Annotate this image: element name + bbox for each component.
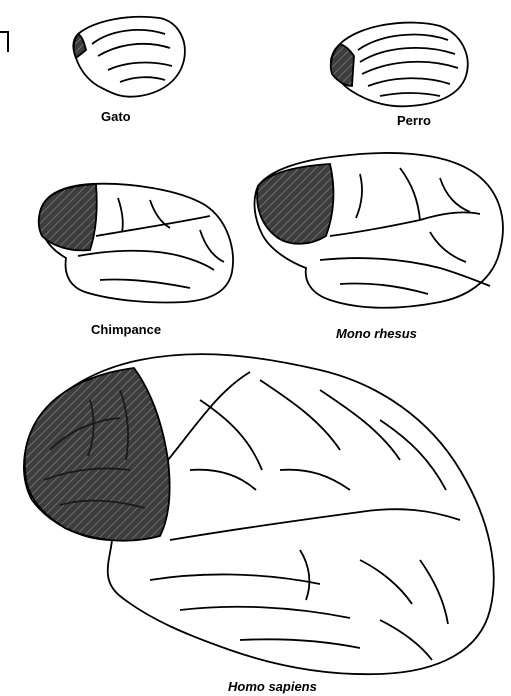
label-perro: Perro — [397, 113, 431, 128]
label-chimpance: Chimpance — [91, 322, 161, 337]
homo-sapiens-brain — [24, 354, 494, 674]
gato-brain — [73, 17, 185, 97]
homo-sapiens-prefrontal — [25, 368, 170, 541]
perro-prefrontal — [331, 44, 354, 86]
gato-brain-outline — [73, 17, 185, 97]
label-homo-sapiens: Homo sapiens — [228, 679, 317, 694]
mono-rhesus-brain — [255, 153, 503, 308]
chimpance-brain — [39, 184, 233, 303]
perro-brain — [331, 23, 468, 107]
label-mono-rhesus: Mono rhesus — [336, 326, 417, 341]
edge-mark — [0, 32, 8, 52]
label-gato: Gato — [101, 109, 131, 124]
chimpance-prefrontal — [39, 184, 97, 250]
